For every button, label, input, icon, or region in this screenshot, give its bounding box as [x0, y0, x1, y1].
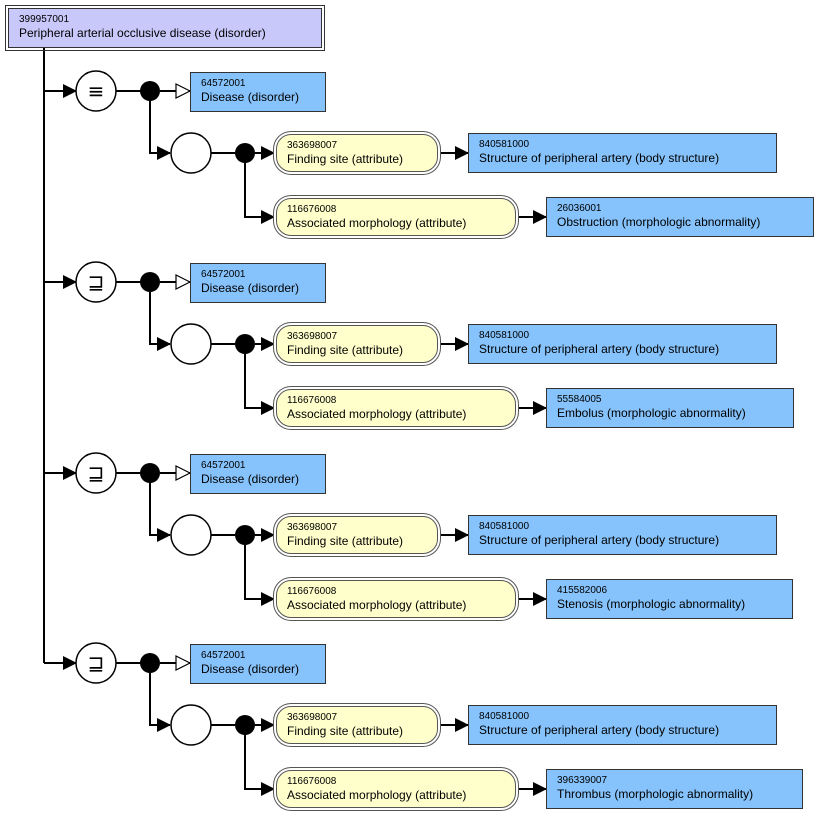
value-concept-box-term: Structure of peripheral artery (body str… — [479, 533, 720, 547]
parent-concept-box-code: 64572001 — [201, 650, 246, 661]
definition-operator-symbol: ≡ — [88, 79, 105, 103]
role-group-circle — [170, 514, 212, 556]
value-concept-box-term: Structure of peripheral artery (body str… — [479, 151, 720, 165]
parent-concept-box-code: 64572001 — [201, 460, 246, 471]
attribute-arrow — [244, 735, 275, 796]
attribute-box-term: Finding site (attribute) — [287, 534, 404, 548]
role-group-circle — [170, 132, 212, 174]
conjunction-dot — [140, 463, 160, 483]
attribute-box-term: Associated morphology (attribute) — [287, 407, 467, 421]
parent-concept-box-term: Disease (disorder) — [201, 662, 300, 676]
role-group-arrow — [149, 101, 171, 160]
attribute-box-code: 116676008 — [287, 586, 337, 597]
parent-concept-box-term: Disease (disorder) — [201, 472, 300, 486]
role-group-circle — [170, 704, 212, 746]
parent-concept-box-term: Disease (disorder) — [201, 281, 300, 295]
attribute-box-term: Associated morphology (attribute) — [287, 598, 467, 612]
value-concept-box-term: Structure of peripheral artery (body str… — [479, 342, 720, 356]
value-concept-box-code: 26036001 — [557, 203, 602, 214]
attribute-box-term: Finding site (attribute) — [287, 724, 404, 738]
attribute-box-code: 116676008 — [287, 776, 337, 787]
parent-concept-box-code: 64572001 — [201, 78, 246, 89]
role-group-arrow — [149, 292, 171, 351]
attribute-arrow — [244, 163, 275, 224]
definition-operator-circle — [75, 70, 117, 112]
role-group-dot — [235, 334, 255, 354]
attribute-arrow — [244, 545, 275, 606]
conjunction-dot — [140, 272, 160, 292]
role-group-dot — [235, 715, 255, 735]
value-concept-box-code: 840581000 — [479, 330, 530, 341]
definition-operator-symbol: ⊒ — [88, 461, 105, 485]
value-concept-box-code: 415582006 — [557, 585, 608, 596]
definition-operator-circle — [75, 261, 117, 303]
attribute-box-term: Finding site (attribute) — [287, 152, 404, 166]
attribute-box-code: 116676008 — [287, 204, 337, 215]
role-group-arrow — [149, 483, 171, 542]
attribute-box-code: 363698007 — [287, 522, 338, 533]
value-concept-box-term: Thrombus (morphologic abnormality) — [557, 787, 754, 801]
attribute-box-code: 116676008 — [287, 395, 337, 406]
root-concept-code: 399957001 — [19, 14, 70, 25]
role-group-dot — [235, 525, 255, 545]
value-concept-box-code: 396339007 — [557, 775, 608, 786]
attribute-box-term: Associated morphology (attribute) — [287, 216, 467, 230]
definition-operator-circle — [75, 452, 117, 494]
definition-operator-circle — [75, 642, 117, 684]
role-group-arrow — [149, 673, 171, 732]
value-concept-box-term: Stenosis (morphologic abnormality) — [557, 597, 746, 611]
attribute-box-code: 363698007 — [287, 712, 338, 723]
root-concept-term: Peripheral arterial occlusive disease (d… — [19, 26, 266, 40]
role-group-circle — [170, 323, 212, 365]
role-group-dot — [235, 143, 255, 163]
attribute-box-term: Associated morphology (attribute) — [287, 788, 467, 802]
definition-operator-symbol: ⊒ — [88, 651, 105, 675]
attribute-box-code: 363698007 — [287, 140, 338, 151]
connector-nodes: ≡ ⊒ ⊒ ⊒ — [75, 70, 255, 746]
root-concept-box[interactable]: 399957001 Peripheral arterial occlusive … — [5, 5, 325, 51]
connector-lines — [43, 48, 547, 796]
value-concept-box-code: 55584005 — [557, 394, 602, 405]
attribute-arrow — [244, 354, 275, 415]
value-concept-box-term: Embolus (morphologic abnormality) — [557, 406, 746, 420]
value-concept-box-code: 840581000 — [479, 711, 530, 722]
conjunction-dot — [140, 653, 160, 673]
value-concept-box-term: Structure of peripheral artery (body str… — [479, 723, 720, 737]
conjunction-dot — [140, 81, 160, 101]
value-concept-box-term: Obstruction (morphologic abnormality) — [557, 215, 761, 229]
parent-concept-box-code: 64572001 — [201, 269, 246, 280]
attribute-box-term: Finding site (attribute) — [287, 343, 404, 357]
value-concept-box-code: 840581000 — [479, 139, 530, 150]
definition-operator-symbol: ⊒ — [88, 270, 105, 294]
value-concept-box-code: 840581000 — [479, 521, 530, 532]
attribute-box-code: 363698007 — [287, 331, 338, 342]
parent-concept-box-term: Disease (disorder) — [201, 90, 300, 104]
